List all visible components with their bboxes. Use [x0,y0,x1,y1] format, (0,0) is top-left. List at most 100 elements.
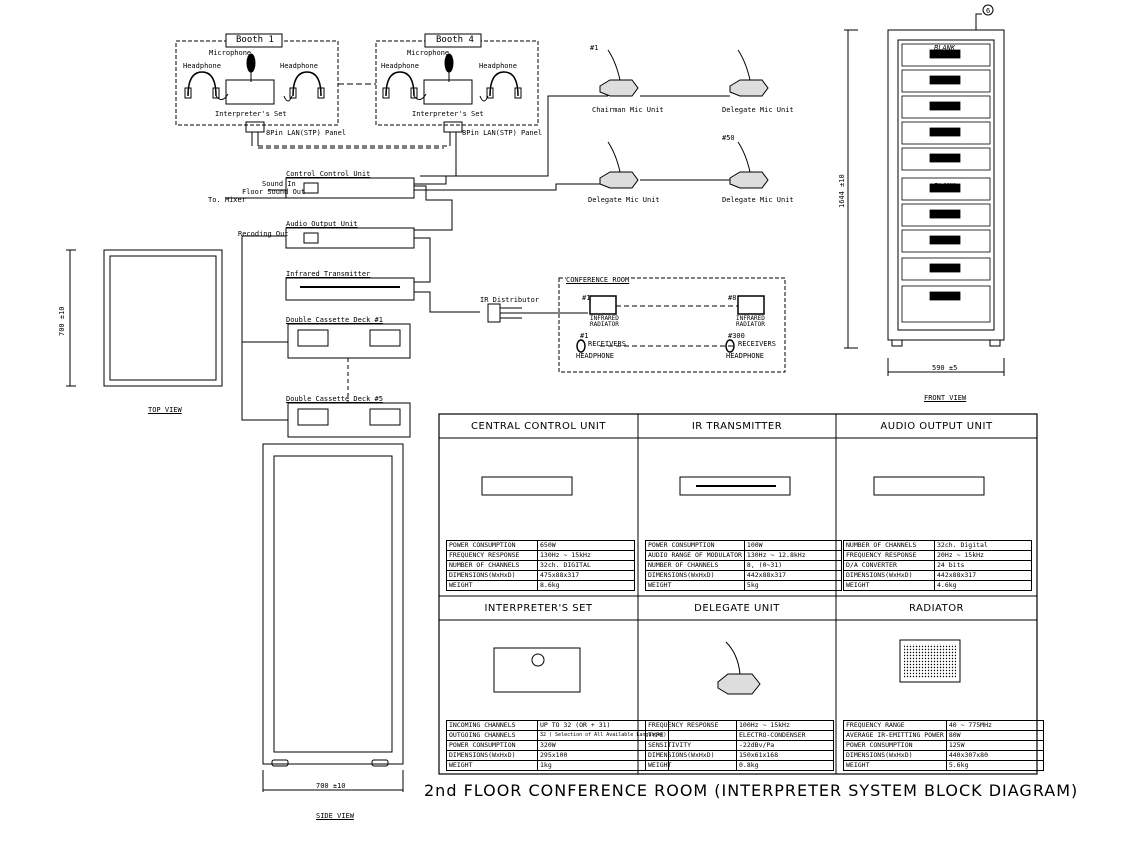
spec-value: 24 bits [934,560,1032,571]
radiator-8-number: #8 [728,294,737,302]
booth-4-label: Booth 4 [436,35,474,45]
rack-unit [901,95,991,119]
spec-key: TYPE [645,730,737,741]
radiator-1-number: #1 [582,294,591,302]
infrared-transmitter-label: Infrared Transmitter [286,270,371,278]
table-row: DIMENSIONS(WxHxD)442x88x317 [843,570,1032,581]
rack-unit-panel [929,183,961,193]
spec-value: 32ch. DIGITAL [537,560,635,571]
ir-distributor-label: IR Distributor [480,296,540,304]
table-row: DIMENSIONS(WxHxD)295x100 [446,750,670,761]
rack-unit-panel [929,291,961,301]
booth-1-lan-panel: 8Pin LAN(STP) Panel [266,129,347,137]
spec-key: POWER CONSUMPTION [645,540,745,551]
spec-title-ir-transmitter: IR TRANSMITTER [691,421,783,432]
top-view-label: TOP VIEW [148,406,182,414]
rack-callout-number: 6 [986,7,990,15]
spec-key: DIMENSIONS(WxHxD) [645,570,745,581]
table-row: DIMENSIONS(WxHxD)150x61x168 [645,750,834,761]
spec-key: WEIGHT [446,580,538,591]
rack-unit [901,203,991,227]
spec-key: POWER CONSUMPTION [446,540,538,551]
floor-sound-out-label: Floor Sound Out [242,188,306,196]
spec-key: WEIGHT [645,580,745,591]
rack-unit [901,121,991,145]
spec-key: FREQUENCY RANGE [843,720,947,731]
booth-1-frame [175,33,339,146]
radiator-grille [904,644,956,678]
side-view-dim: 700 ±10 [316,782,346,790]
ir-transmitter-leds [300,286,400,288]
cassette-5-label: Double Cassette Deck #5 [286,395,383,403]
spec-value: 20Hz ~ 15kHz [934,550,1032,561]
booth-1-headphone-left: Headphone [183,62,221,70]
rack-blank-3: BLANK [934,236,956,244]
sound-in-label: Sound In [262,180,296,188]
spec-value: 5.6kg [945,760,1044,771]
spec-title-radiator: RADIATOR [908,603,965,614]
spec-key: POWER CONSUMPTION [843,740,947,751]
radiator-1-label: INFRARED RADIATOR [590,315,619,328]
spec-key: DIMENSIONS(WxHxD) [446,750,538,761]
spec-key: POWER CONSUMPTION [446,740,538,751]
rack-unit [901,69,991,93]
radiator-8-label: INFRARED RADIATOR [736,315,765,328]
table-row: DIMENSIONS(WxHxD)442x88x317 [645,570,842,581]
delegate-mic-left-label: Delegate Mic Unit [588,196,660,204]
booth-4-headphone-left: Headphone [381,62,419,70]
front-view-label: FRONT VIEW [924,394,967,402]
spec-value: 475x88x317 [537,570,635,581]
spec-key: WEIGHT [645,760,737,771]
rack-unit-panel [929,101,961,111]
booth-4-frame [375,33,539,146]
booth-1-headphone-right: Headphone [280,62,318,70]
spec-value: 130Hz ~ 12.8kHz [743,550,842,561]
mic-units [599,49,769,189]
spec-key: AUDIO RANGE OF MODULATOR [645,550,745,561]
booth-4-microphone: Microphone [407,49,450,57]
to-mixer-label: To. Mixer [208,196,246,204]
delegate-mic-top-label: Delegate Mic Unit [722,106,794,114]
booth-1-interpreters-set: Interpreter's Set [215,110,287,118]
booth-1-label: Booth 1 [236,35,274,45]
rack-height-dim: 1644 ±10 [838,174,846,208]
table-row: DIMENSIONS(WxHxD)440x307x80 [843,750,1044,761]
headphone-300-label: HEADPHONE [726,352,764,360]
chairman-mic-label: Chairman Mic Unit [592,106,664,114]
spec-key: DIMENSIONS(WxHxD) [843,750,947,761]
rack-unit [901,177,991,201]
spec-key: SENSITIVITY [645,740,737,751]
rack-unit-panel [929,263,961,273]
control-unit-label: Control Control Unit [286,170,371,178]
rack-unit-panel [929,49,961,59]
spec-value: 442x88x317 [934,570,1032,581]
spec-value: 150x61x168 [736,750,834,761]
spec-value: 130Hz ~ 15kHz [537,550,635,561]
rack-unit-panel [929,209,961,219]
rack-blank-1: BLANK [934,44,956,52]
spec-ir-leds [696,485,776,487]
spec-key: DIMENSIONS(WxHxD) [446,570,538,581]
receivers-1-label: RECEIVERS [588,340,626,348]
chairman-number: #1 [590,44,599,52]
spec-key: WEIGHT [446,760,538,771]
booth-1-microphone: Microphone [209,49,252,57]
rack-unit [901,257,991,281]
spec-value: 0.8kg [736,760,834,771]
spec-value: 8, (0~31) [743,560,842,571]
spec-key: DIMENSIONS(WxHxD) [645,750,737,761]
